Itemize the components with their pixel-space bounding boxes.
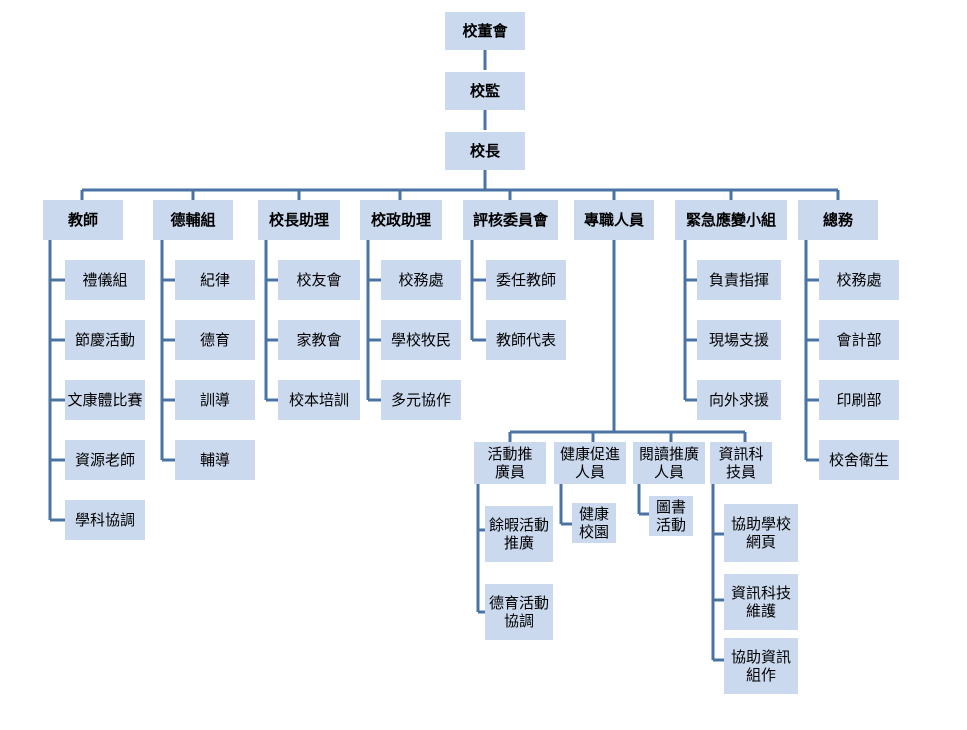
appraisal-item: 委任教師: [486, 260, 566, 300]
admin-assistant-item: 多元協作: [381, 380, 461, 420]
supervisor-node: 校監: [445, 72, 525, 110]
general-affairs-item: 會計部: [819, 320, 899, 360]
staff-group-activity: 活動推 廣員: [474, 442, 546, 484]
it-item: 協助學校 網頁: [724, 504, 798, 562]
teachers-item: 學科協調: [65, 500, 145, 540]
dept-emergency-team: 緊急應變小組: [675, 200, 787, 240]
principal-assistant-item: 家教會: [278, 320, 360, 360]
staff-group-it: 資訊科 技員: [710, 442, 772, 484]
teachers-item: 禮儀組: [65, 260, 145, 300]
teachers-item: 節慶活動: [65, 320, 145, 360]
general-affairs-item: 校舍衛生: [819, 440, 899, 480]
activity-item: 餘暇活動 推廣: [485, 506, 553, 562]
emergency-item: 現場支援: [697, 320, 781, 360]
dept-admin-assistant: 校政助理: [360, 200, 442, 240]
it-item: 資訊科技 維護: [724, 574, 798, 630]
general-affairs-item: 印刷部: [819, 380, 899, 420]
principal-assistant-item: 校本培訓: [278, 380, 360, 420]
admin-assistant-item: 學校牧民: [381, 320, 461, 360]
general-affairs-item: 校務處: [819, 260, 899, 300]
teachers-item: 資源老師: [65, 440, 145, 480]
reading-item: 圖書 活動: [649, 496, 693, 536]
staff-group-reading: 閱讀推廣 人員: [633, 442, 705, 484]
appraisal-item: 教師代表: [486, 320, 566, 360]
principal-assistant-item: 校友會: [278, 260, 360, 300]
principal-node: 校長: [445, 132, 525, 170]
dept-teachers: 教師: [43, 200, 123, 240]
dept-discipline-guidance: 德輔組: [153, 200, 233, 240]
dept-general-affairs: 總務: [798, 200, 878, 240]
discipline-item: 德育: [175, 320, 255, 360]
discipline-item: 輔導: [175, 440, 255, 480]
dept-professional-staff: 專職人員: [574, 200, 654, 240]
activity-item: 德育活動 協調: [485, 584, 553, 640]
discipline-item: 紀律: [175, 260, 255, 300]
emergency-item: 向外求援: [697, 380, 781, 420]
health-item: 健康 校園: [572, 503, 616, 543]
dept-principal-assistant: 校長助理: [258, 200, 340, 240]
teachers-item: 文康體比賽: [65, 380, 145, 420]
staff-group-health: 健康促進 人員: [554, 442, 626, 484]
discipline-item: 訓導: [175, 380, 255, 420]
emergency-item: 負責指揮: [697, 260, 781, 300]
dept-appraisal-committee: 評核委員會: [463, 200, 558, 240]
board-node: 校董會: [445, 12, 525, 50]
it-item: 協助資訊 組作: [724, 638, 798, 694]
admin-assistant-item: 校務處: [381, 260, 461, 300]
